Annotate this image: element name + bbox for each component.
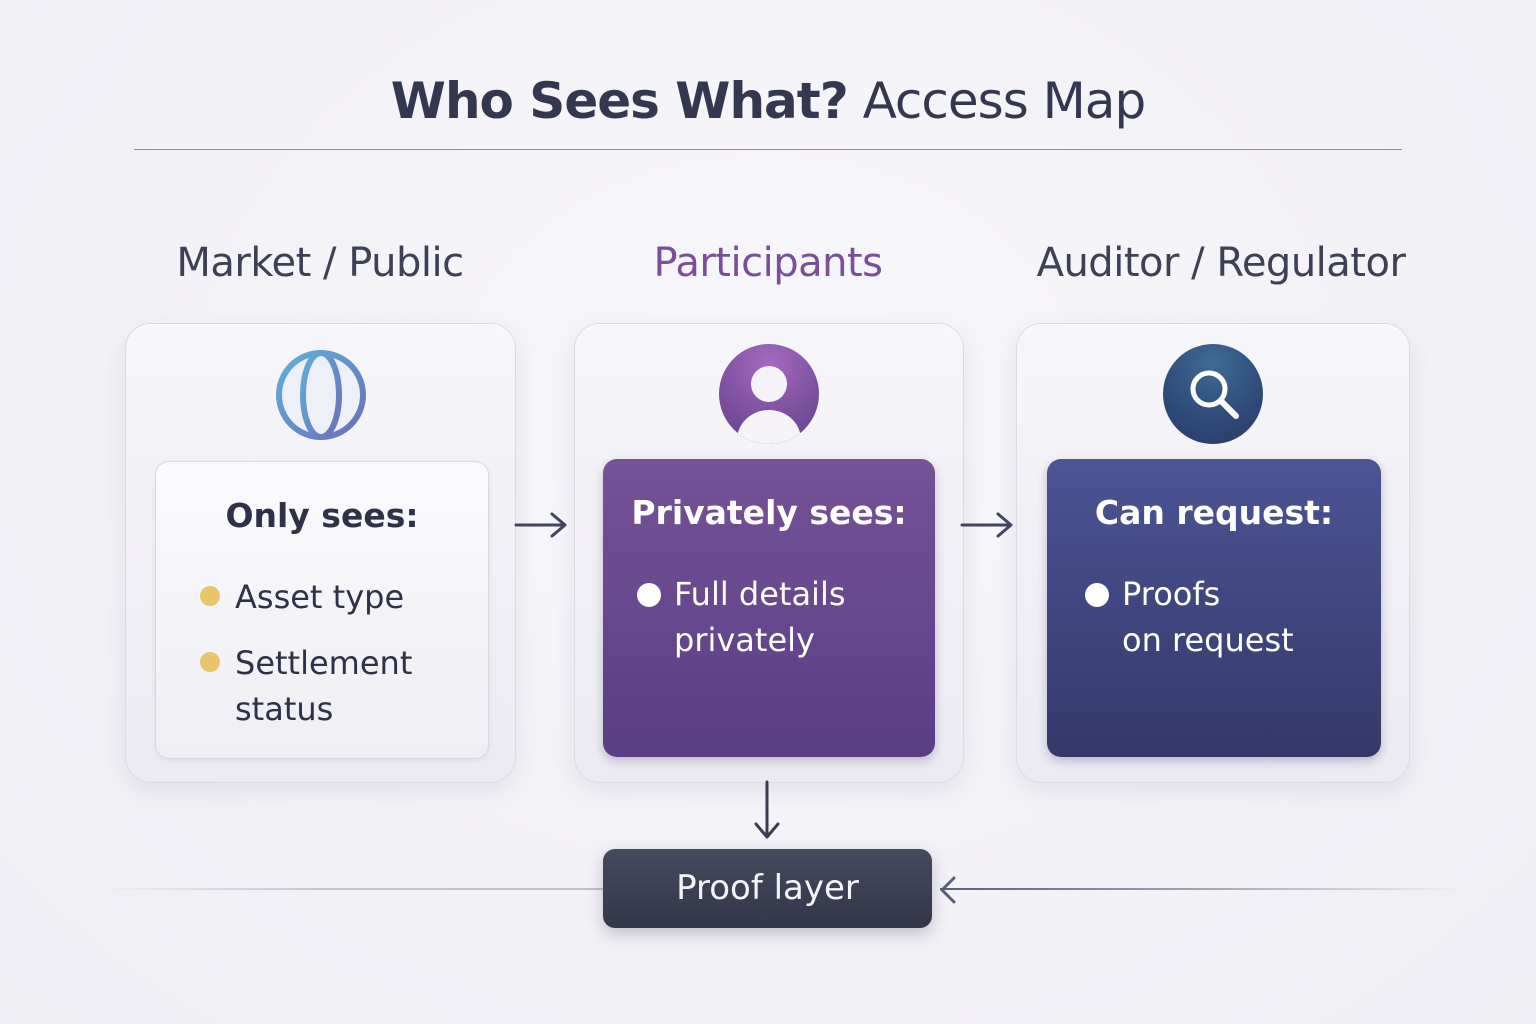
title-bold: Who Sees What? (390, 72, 849, 130)
proof-layer-right-line (940, 888, 1460, 890)
arrow-market-to-participants (514, 512, 567, 538)
list-item-text-continued: on request (1122, 621, 1294, 659)
market-public-card: Only sees: Asset type Settlement status (125, 323, 516, 783)
column-label-market-public: Market / Public (176, 240, 464, 286)
only-sees-box: Only sees: Asset type Settlement status (155, 461, 489, 759)
bullet-dot (1085, 583, 1109, 607)
bullet-dot (200, 586, 220, 606)
proof-layer-label: Proof layer (676, 868, 859, 908)
list-item: Full details privately (637, 571, 935, 663)
bullet-dot (637, 583, 661, 607)
bullet-dot (200, 652, 220, 672)
page-title: Who Sees What? Access Map (0, 72, 1536, 130)
list-item-text: Full details (674, 575, 846, 613)
privately-sees-title: Privately sees: (631, 493, 907, 532)
arrow-participants-to-auditor (960, 512, 1013, 538)
can-request-title: Can request: (1094, 493, 1334, 532)
privately-sees-box: Privately sees: Full details privately (603, 459, 935, 757)
arrow-participants-to-proof-layer (754, 780, 780, 839)
title-divider (134, 149, 1402, 150)
list-item-text: Proofs (1122, 575, 1221, 613)
user-icon (719, 344, 819, 444)
can-request-box: Can request: Proofs on request (1047, 459, 1381, 757)
list-item-text: Settlement (235, 644, 413, 682)
proof-layer-left-line (100, 888, 603, 890)
list-item-text: Asset type (235, 578, 405, 616)
list-item: Settlement status (200, 640, 488, 732)
only-sees-title: Only sees: (225, 496, 419, 535)
can-request-list: Proofs on request (1085, 571, 1381, 683)
column-label-auditor-regulator: Auditor / Regulator (1036, 240, 1406, 286)
list-item: Asset type (200, 574, 488, 620)
arrow-auditor-to-proof-layer (940, 876, 956, 904)
auditor-regulator-card: Can request: Proofs on request (1016, 323, 1410, 783)
list-item: Proofs on request (1085, 571, 1381, 663)
list-item-text-continued: status (235, 690, 334, 728)
search-icon (1163, 344, 1263, 444)
title-regular: Access Map (862, 72, 1147, 130)
globe-icon (274, 348, 368, 442)
list-item-text-continued: privately (674, 621, 815, 659)
only-sees-list: Asset type Settlement status (200, 574, 488, 752)
privately-sees-list: Full details privately (637, 571, 935, 683)
column-label-participants: Participants (653, 240, 883, 286)
proof-layer-box: Proof layer (603, 849, 932, 928)
participants-card: Privately sees: Full details privately (574, 323, 964, 783)
